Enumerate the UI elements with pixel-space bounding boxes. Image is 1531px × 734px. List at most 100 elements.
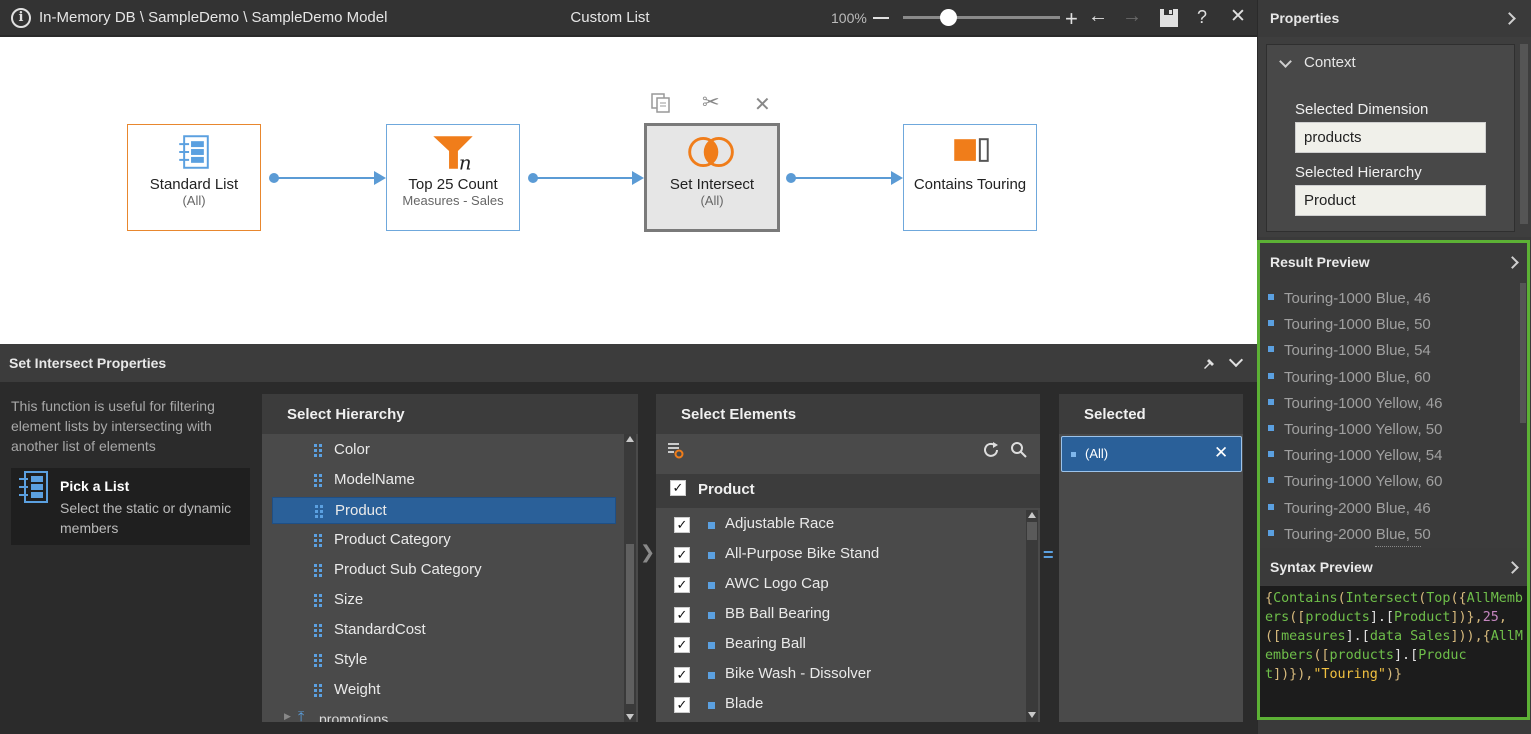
pin-icon[interactable] — [1202, 356, 1216, 370]
hierarchy-item[interactable]: Style — [272, 647, 616, 674]
group-checkbox[interactable]: ✓ — [670, 480, 686, 496]
syntax-token: ({ — [1450, 591, 1467, 606]
splitter-icon[interactable]: = — [1043, 545, 1054, 565]
expand-chevron-icon[interactable]: ❯ — [640, 542, 656, 562]
back-arrow-icon[interactable]: ← — [1088, 5, 1108, 27]
node-set-intersect[interactable]: Set Intersect (All) — [644, 123, 780, 232]
node-standard-list[interactable]: Standard List (All) — [127, 124, 261, 231]
syntax-token: ( — [1418, 591, 1427, 606]
syntax-preview-header: Syntax Preview — [1260, 548, 1527, 585]
result-item: Touring-1000 Yellow, 50 — [1268, 421, 1442, 438]
element-checkbox[interactable]: ✓ — [674, 697, 690, 713]
element-row[interactable]: ✓ All-Purpose Bike Stand — [674, 544, 1014, 570]
chevron-right-icon[interactable] — [1503, 12, 1516, 25]
contains-icon — [954, 138, 989, 162]
hierarchy-item[interactable]: Color — [272, 437, 616, 464]
hierarchy-group-promotions[interactable]: ▶ ⤒ promotions — [284, 710, 389, 722]
syntax-token: ])),{ — [1450, 629, 1491, 644]
close-icon[interactable]: ✕ — [1230, 6, 1246, 27]
hierarchy-item[interactable]: StandardCost — [272, 617, 616, 644]
copy-icon[interactable] — [650, 92, 672, 114]
element-label: All-Purpose Bike Stand — [725, 545, 880, 562]
hierarchy-item[interactable]: Size — [272, 587, 616, 614]
zoom-slider[interactable] — [903, 16, 1060, 19]
pick-a-list-option[interactable]: Pick a List Select the static or dynamic… — [11, 468, 250, 545]
selected-chip[interactable]: (All) ✕ — [1061, 436, 1242, 472]
collapse-chevron-icon[interactable] — [1228, 352, 1244, 368]
result-bullet — [1268, 451, 1274, 458]
info-icon[interactable]: i — [11, 8, 31, 28]
selected-hierarchy-field[interactable]: Product — [1295, 185, 1486, 216]
zoom-slider-handle[interactable] — [940, 9, 958, 26]
remove-chip-icon[interactable]: ✕ — [1214, 443, 1229, 462]
result-item: Touring-1000 Blue, 46 — [1268, 290, 1431, 307]
element-settings-icon[interactable] — [666, 441, 684, 459]
hierarchy-item-label: Size — [334, 591, 364, 608]
selected-dimension-field[interactable]: products — [1295, 122, 1486, 153]
chevron-right-icon[interactable] — [1506, 561, 1519, 574]
help-icon[interactable]: ? — [1197, 7, 1208, 27]
node-subtitle: Measures - Sales — [402, 193, 504, 208]
element-row[interactable]: ✓Bike Wash - Dissolver — [674, 664, 1014, 690]
forward-arrow-icon[interactable]: → — [1122, 5, 1142, 27]
syntax-token: ])}, — [1450, 610, 1483, 625]
result-list[interactable]: Touring-1000 Blue, 46 Touring-1000 Blue, … — [1260, 280, 1520, 542]
result-bullet — [1268, 346, 1274, 353]
element-bullet — [708, 642, 715, 649]
element-checkbox[interactable]: ✓ — [674, 637, 690, 653]
syntax-token: Product — [1265, 648, 1467, 682]
chevron-right-icon[interactable] — [1506, 256, 1519, 269]
element-checkbox[interactable]: ✓ — [674, 607, 690, 623]
zoom-out-icon[interactable] — [873, 17, 889, 19]
element-checkbox[interactable]: ✓ — [674, 577, 690, 593]
flow-canvas[interactable]: Standard List (All) n Top 25 Count Measu… — [0, 37, 1257, 344]
breadcrumb: In-Memory DB \ SampleDemo \ SampleDemo M… — [39, 9, 388, 26]
syntax-token: ([ — [1313, 648, 1330, 663]
chevron-down-icon[interactable] — [1279, 55, 1292, 68]
delete-node-icon[interactable]: ✕ — [754, 94, 771, 116]
save-icon[interactable] — [1159, 8, 1179, 28]
element-bullet — [708, 552, 715, 559]
refresh-icon[interactable] — [982, 441, 1000, 459]
element-row[interactable]: ✓ Adjustable Race — [674, 514, 1014, 540]
element-checkbox[interactable]: ✓ — [674, 547, 690, 563]
search-icon[interactable] — [1010, 441, 1028, 459]
element-row[interactable]: ✓Bearing Ball — [674, 634, 1014, 660]
element-checkbox[interactable]: ✓ — [674, 517, 690, 533]
hierarchy-item[interactable]: ModelName — [272, 467, 616, 494]
syntax-token: "Touring" — [1313, 667, 1386, 682]
cut-icon[interactable]: ✂ — [702, 91, 720, 114]
element-row[interactable]: ✓ AWC Logo Cap — [674, 574, 1014, 600]
hierarchy-item[interactable]: Product — [272, 497, 616, 524]
syntax-token: AllMembers — [1265, 629, 1523, 663]
element-row[interactable]: ✓BB Ball Bearing — [674, 604, 1014, 630]
element-label: AWC Logo Cap — [725, 575, 829, 592]
syntax-token: products — [1305, 610, 1370, 625]
hierarchy-item[interactable]: Product Sub Category — [272, 557, 616, 584]
element-checkbox[interactable]: ✓ — [674, 667, 690, 683]
syntax-preview-title: Syntax Preview — [1270, 559, 1373, 575]
result-item: Touring-1000 Blue, 50 — [1268, 316, 1431, 333]
properties-scrollbar[interactable] — [1520, 44, 1528, 224]
node-contains[interactable]: Contains Touring — [903, 124, 1037, 231]
hierarchy-item-label: Weight — [334, 681, 381, 698]
hierarchy-item-label: Product Category — [334, 531, 451, 548]
hierarchy-item-label: Product Sub Category — [334, 561, 482, 578]
node-top-count[interactable]: n Top 25 Count Measures - Sales — [386, 124, 520, 231]
hierarchy-item[interactable]: Weight — [272, 677, 616, 704]
hierarchy-scrollbar[interactable] — [624, 434, 636, 722]
grid-icon — [315, 505, 325, 519]
result-bullet — [1268, 372, 1274, 379]
element-row[interactable]: ✓Blade — [674, 694, 1014, 720]
title-bar: i In-Memory DB \ SampleDemo \ SampleDemo… — [0, 0, 1257, 37]
hierarchy-item[interactable]: Product Category — [272, 527, 616, 554]
zoom-in-icon[interactable]: + — [1065, 6, 1078, 31]
node-title: Top 25 Count — [408, 176, 498, 193]
elements-scrollbar[interactable] — [1026, 510, 1038, 722]
syntax-token: ])}), — [1273, 667, 1314, 682]
element-bullet — [708, 672, 715, 679]
result-scrollbar[interactable] — [1520, 283, 1526, 423]
element-group-header[interactable]: ✓ Product — [656, 474, 1040, 508]
element-label: Adjustable Race — [725, 515, 835, 532]
